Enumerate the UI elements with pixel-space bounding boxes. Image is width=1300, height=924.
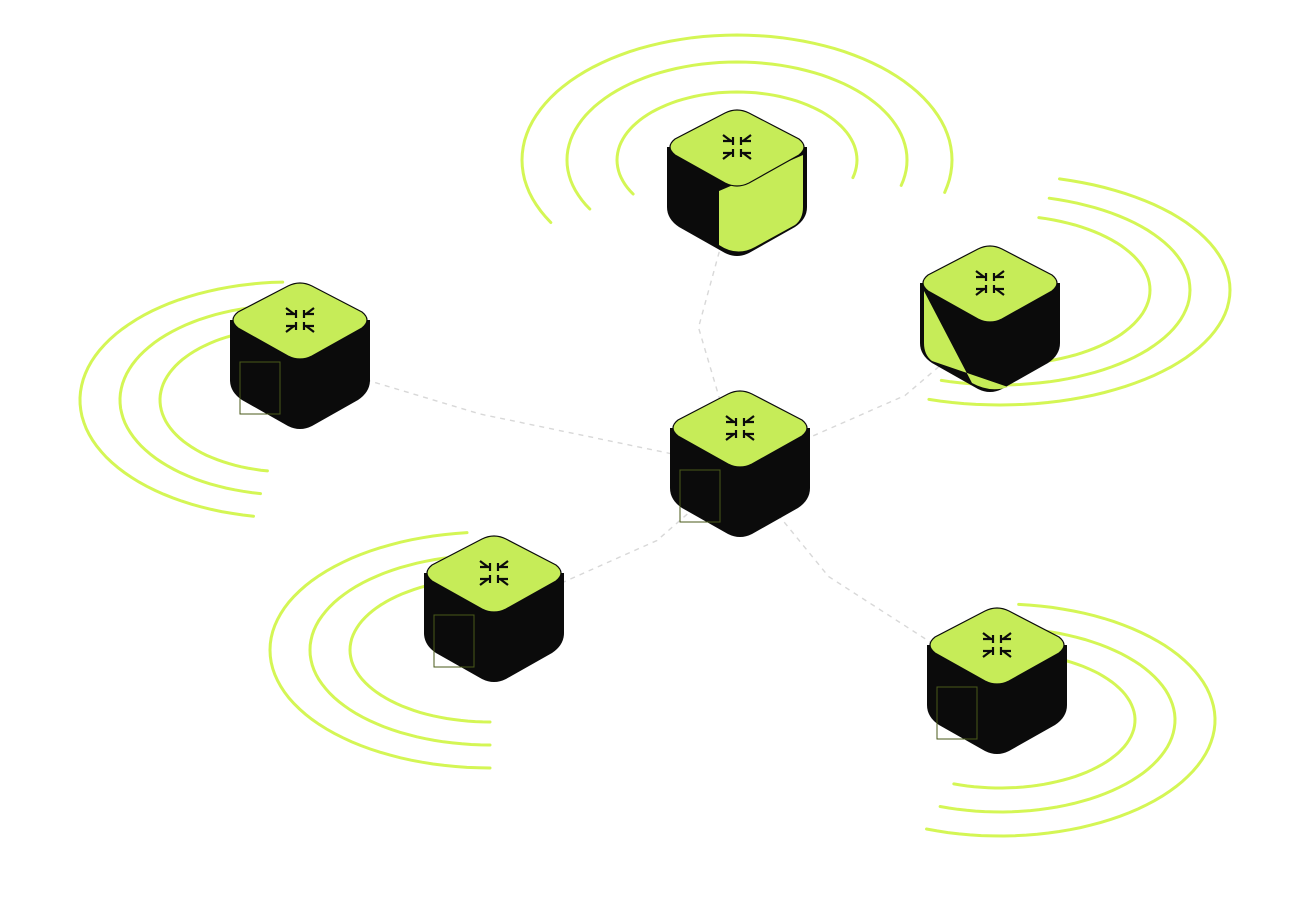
signal-wave bbox=[520, 33, 954, 224]
waves-layer bbox=[78, 33, 1232, 838]
cube-side-panel bbox=[719, 155, 803, 252]
signal-wave bbox=[118, 303, 286, 496]
signal-wave bbox=[158, 326, 287, 473]
signal-wave bbox=[565, 60, 909, 211]
cube-door-panel bbox=[239, 361, 281, 415]
signal-wave bbox=[78, 280, 285, 518]
signal-wave bbox=[615, 90, 859, 196]
arrows-converging-icon bbox=[479, 560, 509, 586]
signal-wave bbox=[938, 626, 1177, 814]
link-line bbox=[493, 467, 741, 614]
cube-door-panel bbox=[679, 469, 721, 523]
bottom-right-node bbox=[927, 607, 1067, 754]
signal-wave bbox=[308, 554, 492, 747]
signal-wave bbox=[925, 602, 1217, 838]
cube-door-panel bbox=[433, 614, 475, 668]
cube-body bbox=[927, 645, 1067, 754]
cube-top bbox=[929, 607, 1065, 685]
arrows-converging-icon bbox=[982, 632, 1012, 658]
top-node bbox=[667, 109, 807, 256]
cube-body bbox=[670, 428, 810, 537]
cube-top bbox=[426, 535, 562, 613]
arrows-converging-icon bbox=[725, 415, 755, 441]
cube-body bbox=[230, 320, 370, 429]
cube-top bbox=[922, 245, 1058, 323]
signal-wave bbox=[927, 177, 1232, 407]
arrows-converging-icon bbox=[975, 270, 1005, 296]
links-layer bbox=[299, 186, 998, 686]
left-node bbox=[230, 282, 370, 429]
cube-door-panel bbox=[936, 686, 978, 740]
signal-wave bbox=[348, 576, 492, 724]
cubes-layer bbox=[230, 109, 1067, 754]
signal-wave bbox=[268, 531, 492, 770]
right-node bbox=[920, 245, 1060, 392]
cube-top bbox=[669, 109, 805, 187]
center-node bbox=[670, 390, 810, 537]
arrows-converging-icon bbox=[722, 134, 752, 160]
cube-side-panel bbox=[924, 291, 1008, 390]
bottom-left-node bbox=[424, 535, 564, 682]
cube-top bbox=[672, 390, 808, 468]
arrows-converging-icon bbox=[285, 307, 315, 333]
cube-body bbox=[424, 573, 564, 682]
signal-wave bbox=[939, 196, 1192, 387]
cube-top bbox=[232, 282, 368, 360]
signal-wave bbox=[952, 650, 1137, 790]
